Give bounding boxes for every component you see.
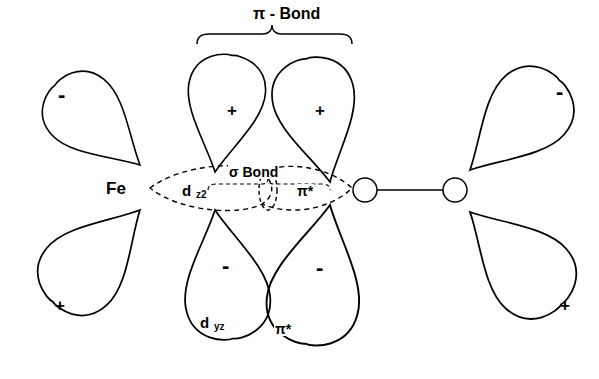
phase-sign: - xyxy=(316,257,323,279)
orbital-label: d xyxy=(199,315,210,330)
phase-sign: - xyxy=(222,255,229,277)
orbital-label: π* xyxy=(296,184,314,198)
d-orbital-lobe xyxy=(28,57,166,193)
pi-brace xyxy=(197,25,352,44)
pi-star-lobe xyxy=(441,51,590,200)
oxygen-atom xyxy=(443,178,467,202)
orbital-subscript: z2 xyxy=(195,190,208,200)
phase-sign: + xyxy=(560,297,570,314)
dyz-lobe xyxy=(173,204,276,345)
phase-sign: + xyxy=(315,102,325,119)
bond-title: π - Bond xyxy=(253,6,320,22)
d-orbital-lobe xyxy=(22,181,170,330)
pi-star-lobe xyxy=(266,51,371,190)
carbon-atom xyxy=(353,178,377,202)
phase-sign: + xyxy=(55,297,65,314)
phase-sign: - xyxy=(58,84,65,106)
orbital-subscript: yz xyxy=(213,322,226,332)
co-bond xyxy=(377,189,443,191)
atom-label: Fe xyxy=(105,180,127,197)
pi-star-lobe xyxy=(260,197,376,352)
dyz-lobe xyxy=(177,49,271,177)
pi-star-lobe xyxy=(440,182,592,335)
bond-title: σ Bond xyxy=(228,165,279,179)
phase-sign: + xyxy=(227,102,237,119)
phase-sign: - xyxy=(556,81,563,103)
orbital-label: d xyxy=(181,183,192,198)
orbital-label: π* xyxy=(274,322,292,336)
